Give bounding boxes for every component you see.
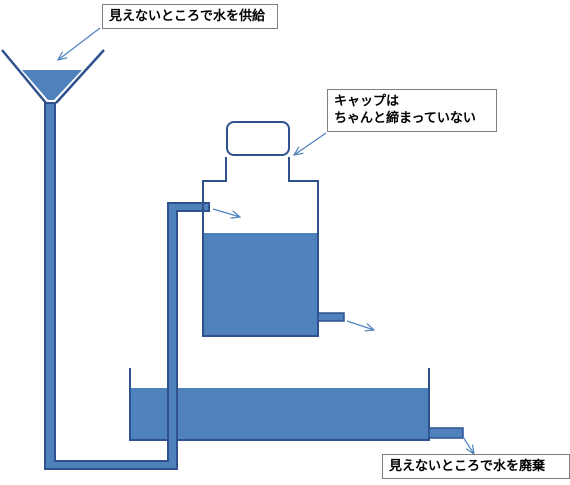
lower-tank-water xyxy=(131,388,428,439)
funnel-right-wall xyxy=(55,49,105,104)
supply-callout-arrow xyxy=(58,27,101,60)
lower-tank-wall xyxy=(129,368,430,441)
callout-cap-loose: キャップは ちゃんと締まっていない xyxy=(327,89,497,132)
callout-water-drain: 見えないところで水を廃棄 xyxy=(382,454,570,479)
funnel xyxy=(1,49,47,104)
drain-arrow xyxy=(462,436,474,454)
callout-cap-line2: ちゃんと締まっていない xyxy=(334,111,476,126)
bottle-outflow-arrow xyxy=(346,320,374,330)
cap-callout-arrow xyxy=(294,132,327,155)
tank-outlet-pipe xyxy=(428,427,464,439)
funnel-water xyxy=(22,70,82,100)
inflow-arrow xyxy=(212,208,240,217)
bottle-water xyxy=(203,233,318,336)
bottle-outlet-pipe xyxy=(317,312,345,322)
bottle-cap xyxy=(226,121,290,156)
callout-supply-text: 見えないところで水を供給 xyxy=(109,9,266,24)
supply-pipe xyxy=(44,102,210,470)
callout-drain-text: 見えないところで水を廃棄 xyxy=(389,459,546,474)
callout-cap-line1: キャップは xyxy=(334,94,400,109)
bottle xyxy=(202,157,319,337)
callout-water-supply: 見えないところで水を供給 xyxy=(102,4,278,29)
